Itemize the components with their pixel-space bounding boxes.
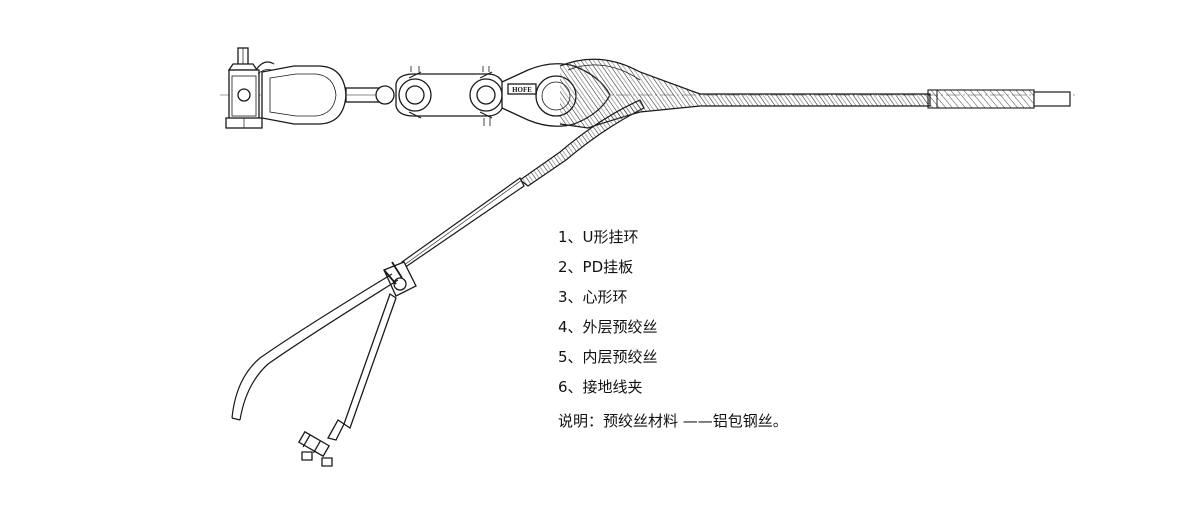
conductor-cable [1033, 91, 1071, 107]
clevis-body [261, 65, 395, 125]
legend: 1、U形挂环 2、PD挂板 3、心形环 4、外层预绞丝 5、内层预绞丝 6、接地… [558, 222, 788, 436]
pd-plate [395, 66, 507, 126]
u-shackle [225, 47, 275, 129]
legend-item-2: 2、PD挂板 [558, 258, 634, 276]
material-note: 说明：预绞丝材料 ——铝包钢丝。 [558, 412, 788, 430]
ground-clamp [297, 261, 417, 467]
legend-item-1: 1、U形挂环 [558, 228, 639, 246]
ground-strand [399, 99, 645, 269]
legend-item-5: 5、内层预绞丝 [558, 348, 658, 366]
legend-item-3: 3、心形环 [558, 288, 628, 306]
legend-item-4: 4、外层预绞丝 [558, 318, 658, 336]
ground-wire [231, 273, 399, 421]
plate-marking: HOFE [512, 86, 532, 94]
inner-preformed-rods [927, 89, 1035, 109]
legend-item-6: 6、接地线夹 [558, 378, 643, 396]
